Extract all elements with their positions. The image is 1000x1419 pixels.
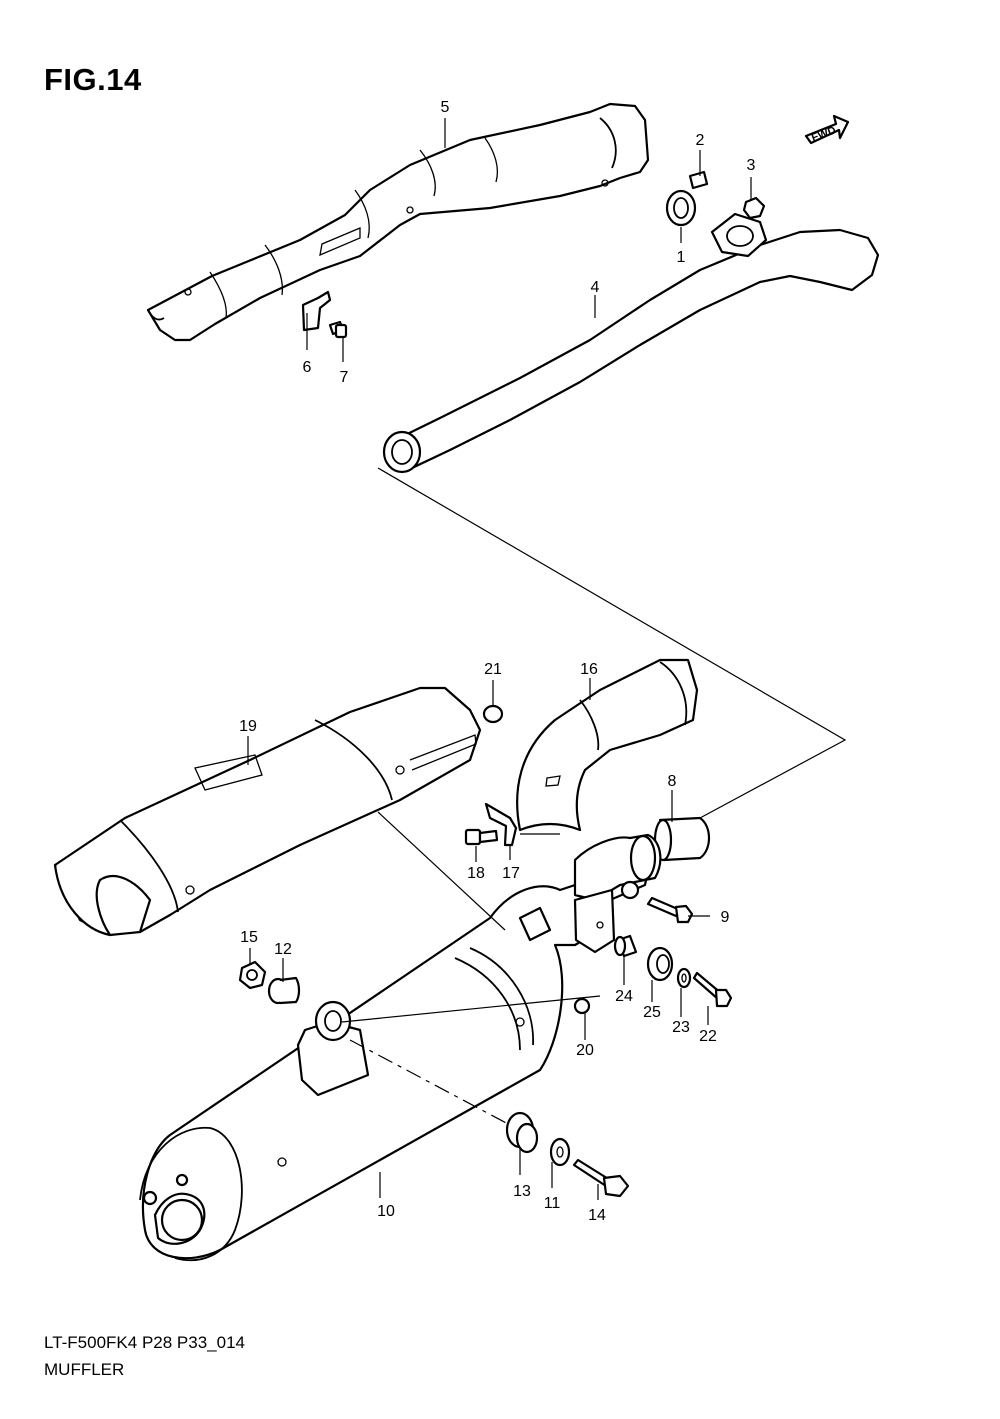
callout-3: 3	[747, 157, 756, 174]
callout-21: 21	[484, 661, 502, 678]
part-17-clip	[484, 802, 518, 847]
part-21-nut	[482, 704, 504, 724]
callout-11: 11	[544, 1195, 561, 1212]
part-2-stud-bolt	[688, 170, 709, 190]
callout-4: 4	[591, 279, 600, 296]
callout-14: 14	[588, 1207, 606, 1224]
callout-5: 5	[441, 99, 450, 116]
part-19-heat-shield	[53, 686, 482, 937]
callout-13: 13	[513, 1183, 531, 1200]
callout-9: 9	[721, 909, 730, 926]
forward-label: FWD	[810, 124, 838, 144]
callout-22: 22	[699, 1028, 717, 1045]
part-14-bolt	[572, 1158, 630, 1198]
part-9-bolt	[646, 896, 694, 924]
callout-17: 17	[502, 865, 520, 882]
part-11-washer	[549, 1137, 571, 1167]
part-10-muffler	[139, 833, 662, 1262]
callout-10: 10	[377, 1203, 395, 1220]
callout-7: 7	[340, 369, 349, 386]
callout-1: 1	[677, 249, 686, 266]
part-20-nut	[573, 997, 591, 1015]
part-18-bolt	[464, 828, 499, 846]
forward-arrow-icon: FWD	[804, 114, 850, 144]
callout-24: 24	[615, 988, 633, 1005]
callout-20: 20	[576, 1042, 594, 1059]
part-5-heat-shield	[146, 102, 650, 342]
figure-title: FIG.14	[44, 62, 142, 97]
callout-16: 16	[580, 661, 598, 678]
part-12-collar	[267, 976, 301, 1005]
part-24-collar	[613, 934, 638, 958]
part-3-nut	[742, 196, 766, 220]
part-7-bolt	[328, 320, 348, 339]
callout-23: 23	[672, 1019, 690, 1036]
diagram-name: MUFFLER	[44, 1360, 125, 1379]
part-15-nut	[238, 960, 267, 990]
callout-8: 8	[668, 773, 677, 790]
callout-2: 2	[696, 132, 705, 149]
part-22-bolt	[692, 971, 733, 1008]
diagram-code: LT-F500FK4 P28 P33_014	[44, 1333, 245, 1352]
part-8-sleeve	[653, 816, 711, 862]
part-25-grommet	[646, 946, 674, 982]
callout-19: 19	[239, 718, 257, 735]
part-6-clip	[301, 290, 332, 332]
callout-25: 25	[643, 1004, 661, 1021]
callout-12: 12	[274, 941, 292, 958]
part-23-washer	[676, 967, 692, 989]
part-4-exhaust-pipe	[382, 212, 880, 474]
callout-15: 15	[240, 929, 258, 946]
callout-18: 18	[467, 865, 485, 882]
callout-6: 6	[303, 359, 312, 376]
part-16-elbow-shield	[516, 658, 699, 832]
part-13-grommet	[505, 1111, 539, 1154]
part-1-gasket	[665, 189, 697, 227]
